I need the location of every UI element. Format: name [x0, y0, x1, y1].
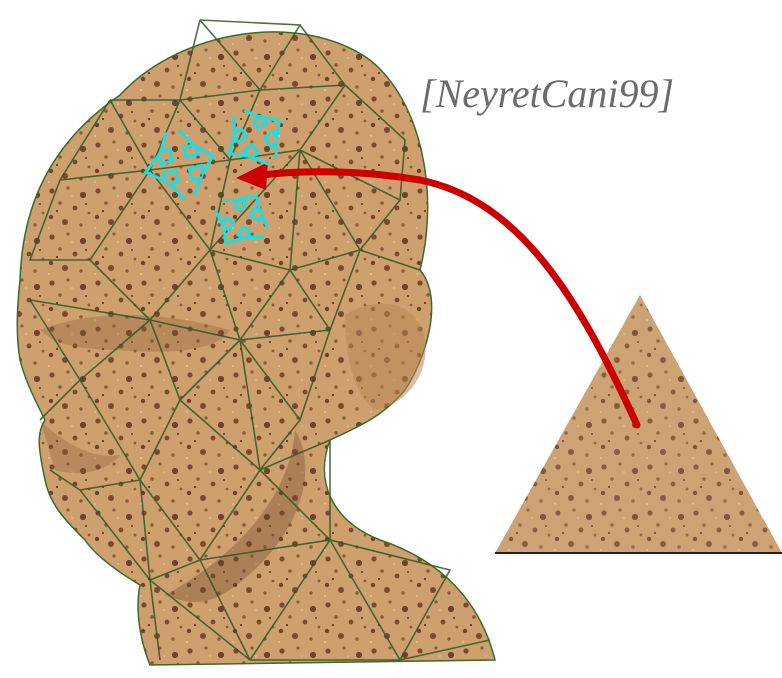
citation-label: [NeyretCani99] [420, 70, 674, 117]
